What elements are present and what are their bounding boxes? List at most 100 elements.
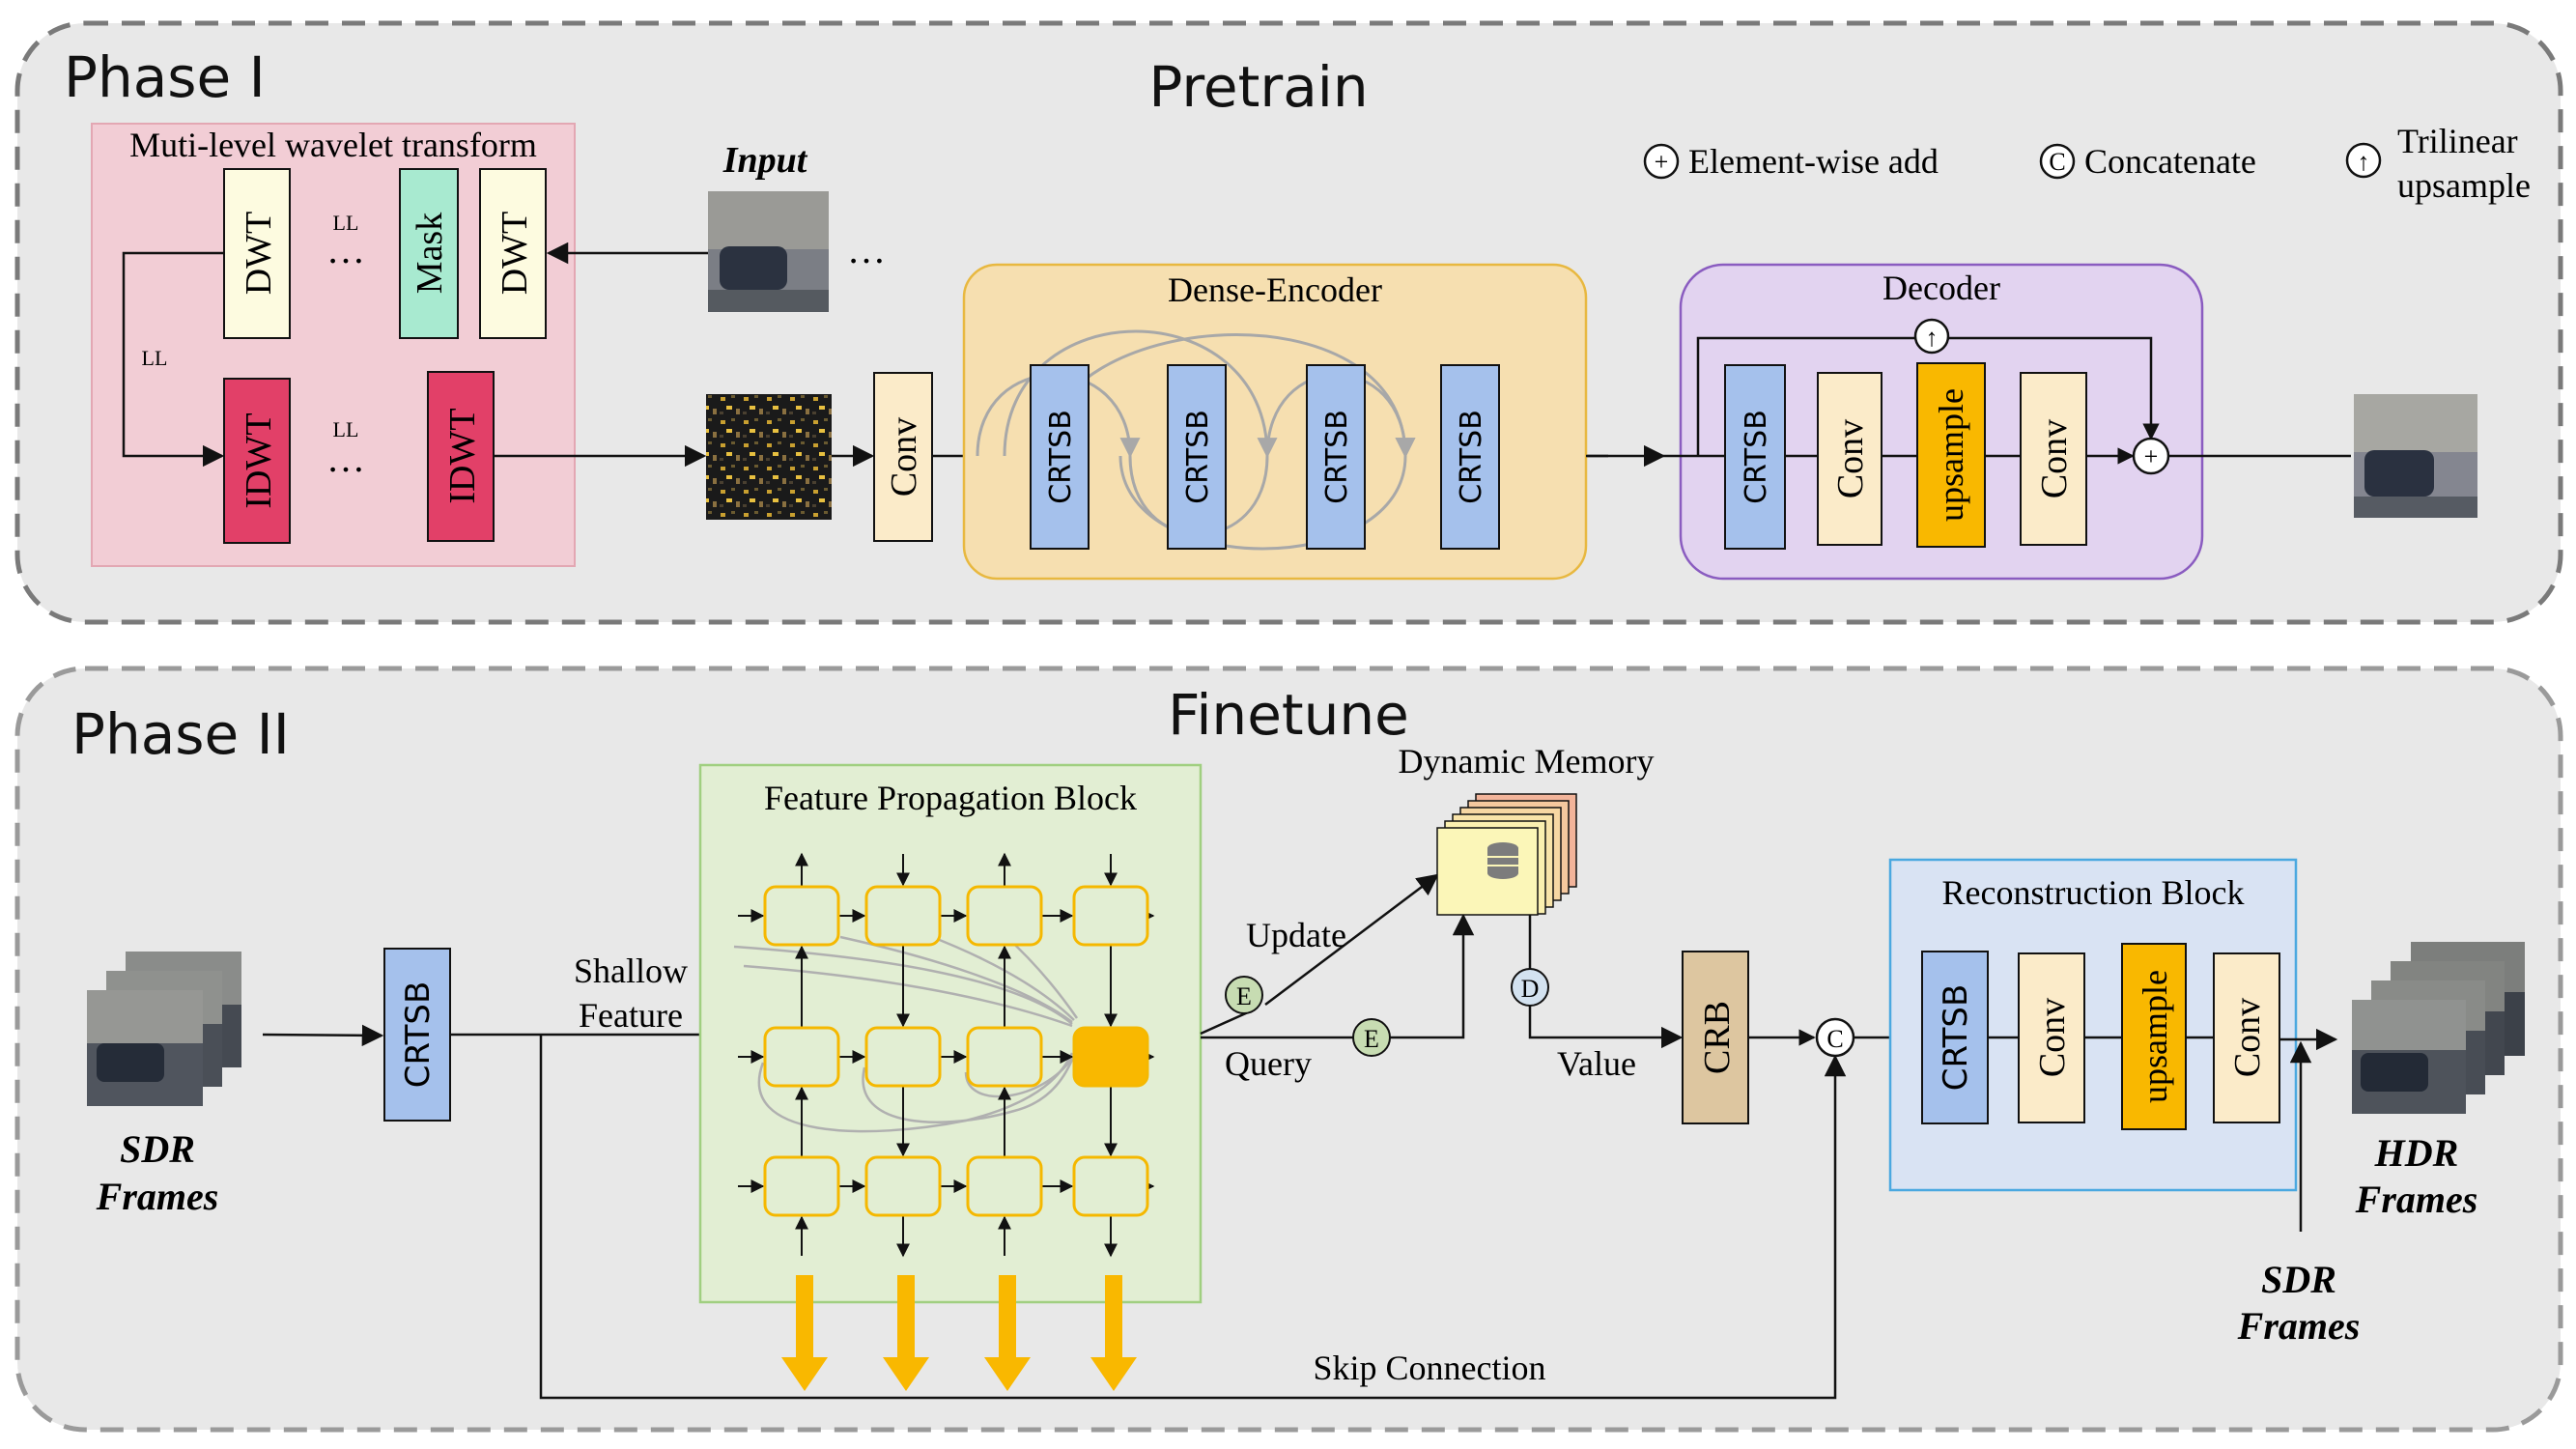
skip-connection-line xyxy=(539,1035,1847,1400)
svg-text:C: C xyxy=(2049,148,2065,176)
svg-text:CRTSB: CRTSB xyxy=(1320,410,1354,504)
svg-text:Conv: Conv xyxy=(2227,998,2268,1077)
svg-text:↑: ↑ xyxy=(1926,324,1939,352)
fpb-output-arrows xyxy=(781,1275,1137,1391)
crtsb-box-recon: CRTSB xyxy=(1921,951,1989,1124)
conv-box-dec-2: Conv xyxy=(2020,372,2087,546)
shallow-feature-label-1: Shallow xyxy=(574,952,688,990)
fpb-cell xyxy=(864,1026,942,1088)
crtsb-box-dec: CRTSB xyxy=(1724,364,1786,550)
svg-text:D: D xyxy=(1521,975,1540,1003)
svg-text:Mask: Mask xyxy=(410,213,450,294)
dynamic-memory-label: Dynamic Memory xyxy=(1399,742,1655,781)
svg-text:E: E xyxy=(1236,982,1252,1010)
crb-box: CRB xyxy=(1682,951,1749,1124)
svg-text:E: E xyxy=(1364,1025,1379,1053)
sdr-residual-label-1: SDR xyxy=(2261,1258,2336,1301)
fpb-cell xyxy=(763,1026,840,1088)
encode-update-icon xyxy=(1225,976,1263,1014)
conv-box-dec-1: Conv xyxy=(1817,372,1882,546)
upsample-box-recon: upsample xyxy=(2121,943,2187,1130)
ll-connector xyxy=(122,251,225,468)
crtsb-box-enc-3: CRTSB xyxy=(1306,364,1366,550)
dwt-box-right: DWT xyxy=(479,168,547,339)
legend-up-label-1: Trilinear xyxy=(2397,122,2518,160)
skip-connection-label: Skip Connection xyxy=(1314,1349,1546,1387)
phase2-title: Finetune xyxy=(1168,682,1409,748)
crtsb-box-phase2: CRTSB xyxy=(383,948,451,1122)
fpb-curve xyxy=(733,945,1073,1025)
fpb-cell xyxy=(1072,885,1149,947)
fpb-cell xyxy=(763,885,840,947)
svg-text:CRB: CRB xyxy=(1697,1001,1738,1074)
sdr-frames-input xyxy=(87,952,241,1106)
value-label: Value xyxy=(1557,1044,1636,1083)
masked-feature-image xyxy=(706,394,832,520)
database-icon xyxy=(1487,842,1518,879)
svg-text:DWT: DWT xyxy=(239,212,279,296)
fpb-cell xyxy=(864,885,942,947)
fpb-cell xyxy=(763,1155,840,1217)
svg-text:…: … xyxy=(326,228,365,271)
crtsb-box-enc-4: CRTSB xyxy=(1440,364,1500,550)
svg-text:IDWT: IDWT xyxy=(239,412,279,508)
upsample-icon xyxy=(2345,142,2382,179)
wavelet-title: Muti-level wavelet transform xyxy=(129,126,537,164)
fpb-curve xyxy=(743,964,1073,1028)
legend-add-label: Element-wise add xyxy=(1688,142,1939,181)
svg-text:CRTSB: CRTSB xyxy=(399,981,438,1089)
update-label: Update xyxy=(1246,916,1346,954)
input-label: Input xyxy=(722,140,808,181)
fpb-curve xyxy=(862,1054,1076,1123)
phase1-title: Pretrain xyxy=(1148,54,1368,120)
svg-text:upsample: upsample xyxy=(1932,388,1970,522)
dense-encoder-block: Dense-Encoder xyxy=(962,263,1588,581)
svg-text:IDWT: IDWT xyxy=(442,408,483,503)
orange-down-arrow xyxy=(1090,1275,1137,1391)
svg-text:↑: ↑ xyxy=(2358,148,2370,176)
svg-text:upsample: upsample xyxy=(2136,970,2174,1103)
fpb-grid xyxy=(733,852,1155,1258)
svg-text:CRTSB: CRTSB xyxy=(1044,410,1078,504)
svg-text:+: + xyxy=(2144,442,2159,470)
conv-box-recon-2: Conv xyxy=(2213,952,2280,1123)
svg-text:CRTSB: CRTSB xyxy=(1740,410,1773,504)
phase2-label: Phase II xyxy=(71,701,290,767)
value-arrow xyxy=(1528,915,1684,1049)
hdr-frames-output xyxy=(2352,942,2525,1114)
query-arrow xyxy=(1201,913,1475,1039)
fpb-cell xyxy=(864,1155,942,1217)
upsample-box-dec: upsample xyxy=(1916,362,1986,548)
svg-text:C: C xyxy=(1826,1025,1843,1053)
reconstruction-title: Reconstruction Block xyxy=(1942,873,2245,912)
legend-up-label-2: upsample xyxy=(2397,166,2531,205)
svg-text:LL: LL xyxy=(333,417,359,441)
crtsb-box-enc-2: CRTSB xyxy=(1167,364,1227,550)
fpb-cell xyxy=(966,885,1043,947)
legend: + Element-wise add C Concatenate ↑ Trili… xyxy=(1643,122,2531,205)
phase1-label: Phase I xyxy=(64,44,266,110)
idwt-box-left: IDWT xyxy=(223,378,291,544)
hdr-frames-label-1: HDR xyxy=(2374,1131,2459,1175)
fpb-title: Feature Propagation Block xyxy=(764,779,1137,817)
mask-box: Mask xyxy=(399,168,459,339)
svg-text:…: … xyxy=(847,228,886,271)
conv-box-recon-1: Conv xyxy=(2018,952,2085,1123)
dwt-box-left: DWT xyxy=(223,168,291,339)
orange-down-arrow xyxy=(781,1275,828,1391)
svg-text:Conv: Conv xyxy=(2034,419,2075,498)
svg-text:CRTSB: CRTSB xyxy=(1937,984,1975,1092)
query-label: Query xyxy=(1225,1044,1312,1083)
crtsb-box-enc-1: CRTSB xyxy=(1030,364,1090,550)
svg-text:Conv: Conv xyxy=(2032,998,2073,1077)
fpb-cell xyxy=(966,1155,1043,1217)
svg-text:…: … xyxy=(326,437,365,480)
fpb-curve xyxy=(757,1052,1074,1133)
orange-down-arrow xyxy=(883,1275,929,1391)
concat-icon xyxy=(2039,143,2076,180)
svg-text:CRTSB: CRTSB xyxy=(1455,410,1488,504)
fpb-cell xyxy=(1072,1155,1149,1217)
svg-text:Conv: Conv xyxy=(884,417,924,497)
svg-text:Conv: Conv xyxy=(1830,419,1871,498)
legend-concat-label: Concatenate xyxy=(2084,142,2256,181)
